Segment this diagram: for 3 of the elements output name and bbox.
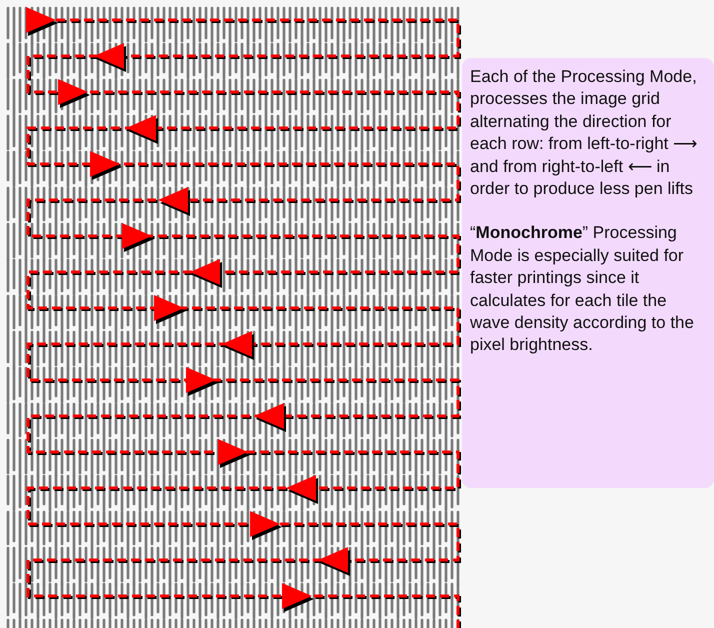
note-paragraph: “Monochrome” Processing Mode is especially suited for faster printings since it calculates for each tile the wave density according to the pixel brightness. xyxy=(470,222,695,356)
note-card xyxy=(462,58,714,488)
note-paragraph: Each of the Processing Mode, processes the image grid alternating the direction for each row: from left-to-right ⟶ and from right-to-left ⟵ in order to produce less pen lifts xyxy=(470,66,698,200)
